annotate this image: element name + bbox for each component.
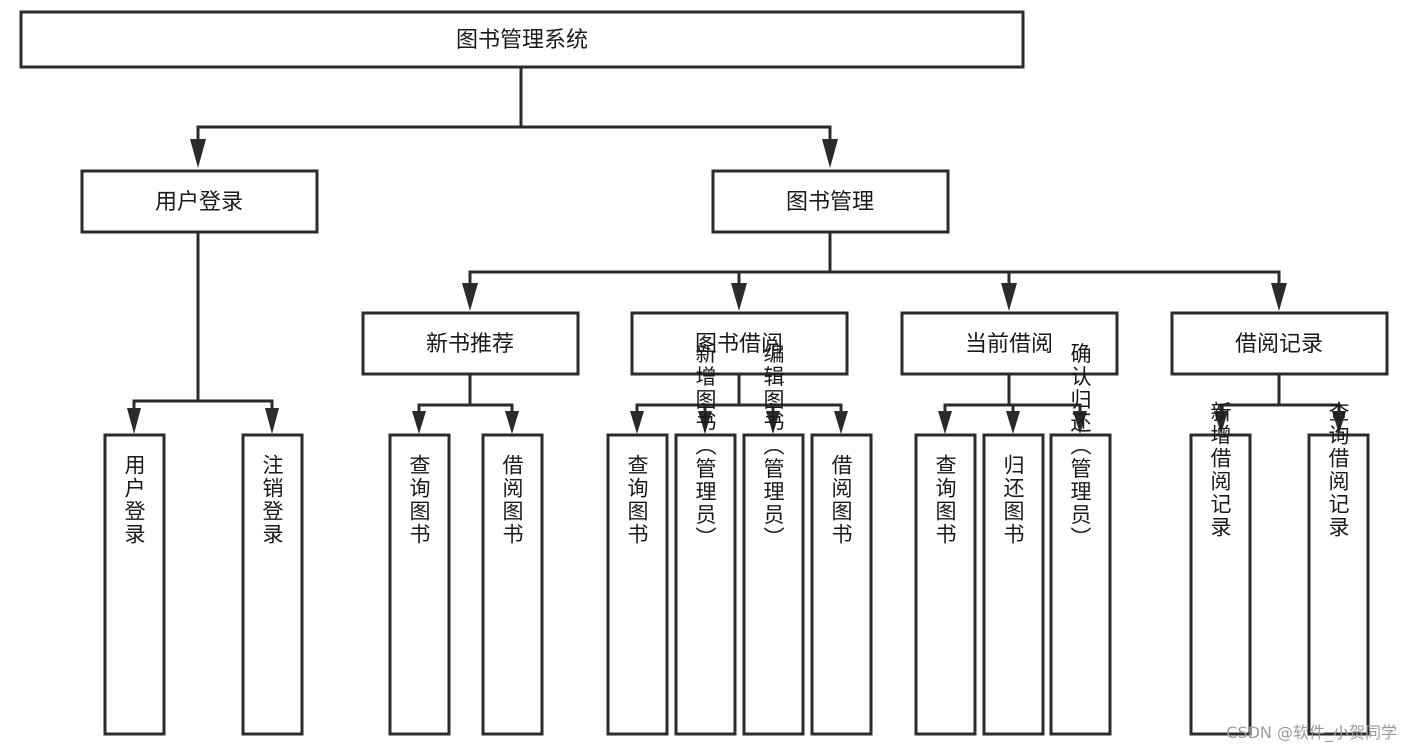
leaf-query-book-2-box[interactable]: [606, 433, 669, 736]
arrow-icon-to-leaf-return-book: [1006, 411, 1020, 434]
leaf-node-return-book[interactable]: 归还图书: [982, 433, 1045, 736]
arrow-icon-to-leaf-query-book-1: [412, 411, 426, 434]
arrow-icon-to-leaf-user-logout: [265, 408, 279, 434]
node-book-borrow[interactable]: 图书借阅: [630, 311, 849, 376]
leaf-user-login-box[interactable]: [103, 433, 166, 736]
leaf-query-record-box[interactable]: [1307, 433, 1370, 736]
leaf-borrow-book-2-label: 借阅图书: [829, 454, 853, 546]
leaf-query-book-1-label: 查询图书: [407, 454, 431, 546]
arrow-icon-to-new-book-recommend: [462, 283, 478, 311]
node-user-login[interactable]: 用户登录: [80, 169, 319, 234]
leaf-node-borrow-book-1[interactable]: 借阅图书: [481, 433, 544, 736]
arrow-icon-to-leaf-query-record: [1332, 411, 1346, 434]
node-new-book-recommend[interactable]: 新书推荐: [361, 311, 580, 376]
leaf-node-query-book-3[interactable]: 查询图书: [914, 433, 977, 736]
edge-group-newbook-to-leaves: [412, 374, 519, 434]
arrow-icon-to-leaf-query-book-3: [938, 411, 952, 434]
leaf-return-book-label: 归还图书: [1001, 454, 1025, 546]
arrow-icon-to-leaf-query-book-2: [630, 411, 644, 434]
edge-group-borrowrecord-to-leaves: [1214, 374, 1346, 434]
arrow-icon-to-leaf-add-book: [698, 411, 712, 434]
arrow-icon-to-borrow-record: [1271, 283, 1287, 311]
arrow-icon-to-user-login: [190, 139, 206, 168]
leaf-node-confirm-return[interactable]: 确认归还（管理员）: [1049, 343, 1112, 736]
arrow-icon-to-leaf-add-record: [1214, 411, 1228, 434]
node-book-borrow-box[interactable]: [630, 311, 849, 376]
node-borrow-record-box[interactable]: [1170, 311, 1389, 376]
node-current-borrow[interactable]: 当前借阅: [900, 311, 1119, 376]
arrow-icon-to-leaf-edit-book: [766, 411, 780, 434]
leaf-edit-book-label: 编辑图书（管理员）: [761, 343, 785, 550]
arrow-icon-to-leaf-borrow-book-1: [505, 411, 519, 434]
leaf-add-record-label: 新增借阅记录: [1208, 401, 1232, 539]
node-book-management-box[interactable]: [711, 169, 950, 234]
node-user-login-box[interactable]: [80, 169, 319, 234]
leaf-user-logout-label: 注销登录: [260, 454, 284, 546]
leaf-confirm-return-label: 确认归还（管理员）: [1068, 343, 1092, 550]
leaf-user-logout-box[interactable]: [241, 433, 304, 736]
leaf-confirm-return-box[interactable]: [1049, 433, 1112, 736]
leaf-query-book-3-label: 查询图书: [933, 454, 957, 546]
edge-group-bookborrow-to-leaves: [630, 374, 848, 434]
node-current-borrow-label: 当前借阅: [965, 332, 1053, 357]
leaf-node-add-book[interactable]: 新增图书（管理员）: [674, 343, 737, 736]
leaf-add-record-box[interactable]: [1189, 433, 1252, 736]
leaf-node-query-record[interactable]: 查询借阅记录: [1307, 401, 1370, 736]
csdn-watermark: CSDN @软件_小贺同学: [1226, 723, 1397, 742]
leaf-query-book-3-box[interactable]: [914, 433, 977, 736]
arrow-icon-to-leaf-borrow-book-2: [834, 411, 848, 434]
edge-group-bookmgmt-to-level2: [462, 232, 1287, 311]
edge-group-userlogin-to-leaves: [127, 231, 279, 434]
edge-group-root-to-level1: [190, 66, 838, 168]
leaf-node-user-login[interactable]: 用户登录: [103, 433, 166, 736]
node-book-management[interactable]: 图书管理: [711, 169, 950, 234]
arrow-icon-to-leaf-confirm-return: [1073, 411, 1087, 434]
node-borrow-record[interactable]: 借阅记录: [1170, 311, 1389, 376]
node-current-borrow-box[interactable]: [900, 311, 1119, 376]
leaf-node-query-book-1[interactable]: 查询图书: [388, 433, 451, 736]
node-root[interactable]: 图书管理系统: [19, 10, 1025, 69]
arrow-icon-to-book-borrow: [731, 283, 747, 311]
arrow-icon-to-current-borrow: [1001, 283, 1017, 311]
leaf-node-borrow-book-2[interactable]: 借阅图书: [810, 433, 873, 736]
leaf-borrow-book-1-box[interactable]: [481, 433, 544, 736]
leaf-add-book-label: 新增图书（管理员）: [693, 343, 717, 550]
node-book-management-label: 图书管理: [786, 190, 874, 215]
leaf-borrow-book-1-label: 借阅图书: [500, 454, 524, 546]
leaf-node-query-book-2[interactable]: 查询图书: [606, 433, 669, 736]
leaf-query-book-2-label: 查询图书: [625, 454, 649, 546]
edge-group-currentborrow-to-leaves: [938, 374, 1087, 434]
node-user-login-label: 用户登录: [155, 190, 243, 215]
node-borrow-record-label: 借阅记录: [1235, 332, 1323, 357]
leaf-borrow-book-2-box[interactable]: [810, 433, 873, 736]
leaf-add-book-box[interactable]: [674, 433, 737, 736]
leaf-node-add-record[interactable]: 新增借阅记录: [1189, 401, 1252, 736]
node-root-label: 图书管理系统: [456, 28, 588, 53]
node-book-borrow-label: 图书借阅: [695, 332, 783, 357]
leaf-edit-book-box[interactable]: [742, 433, 805, 736]
node-new-book-recommend-box[interactable]: [361, 311, 580, 376]
leaf-return-book-box[interactable]: [982, 433, 1045, 736]
leaf-user-login-label: 用户登录: [122, 454, 146, 546]
leaf-query-record-label: 查询借阅记录: [1326, 401, 1350, 539]
node-new-book-recommend-label: 新书推荐: [426, 332, 514, 357]
leaf-node-edit-book[interactable]: 编辑图书（管理员）: [742, 343, 805, 736]
arrow-icon-to-leaf-user-login: [127, 408, 141, 434]
node-root-box[interactable]: [19, 10, 1025, 69]
arrow-icon-to-book-management: [822, 139, 838, 168]
leaf-query-book-1-box[interactable]: [388, 433, 451, 736]
leaf-node-user-logout[interactable]: 注销登录: [241, 433, 304, 736]
